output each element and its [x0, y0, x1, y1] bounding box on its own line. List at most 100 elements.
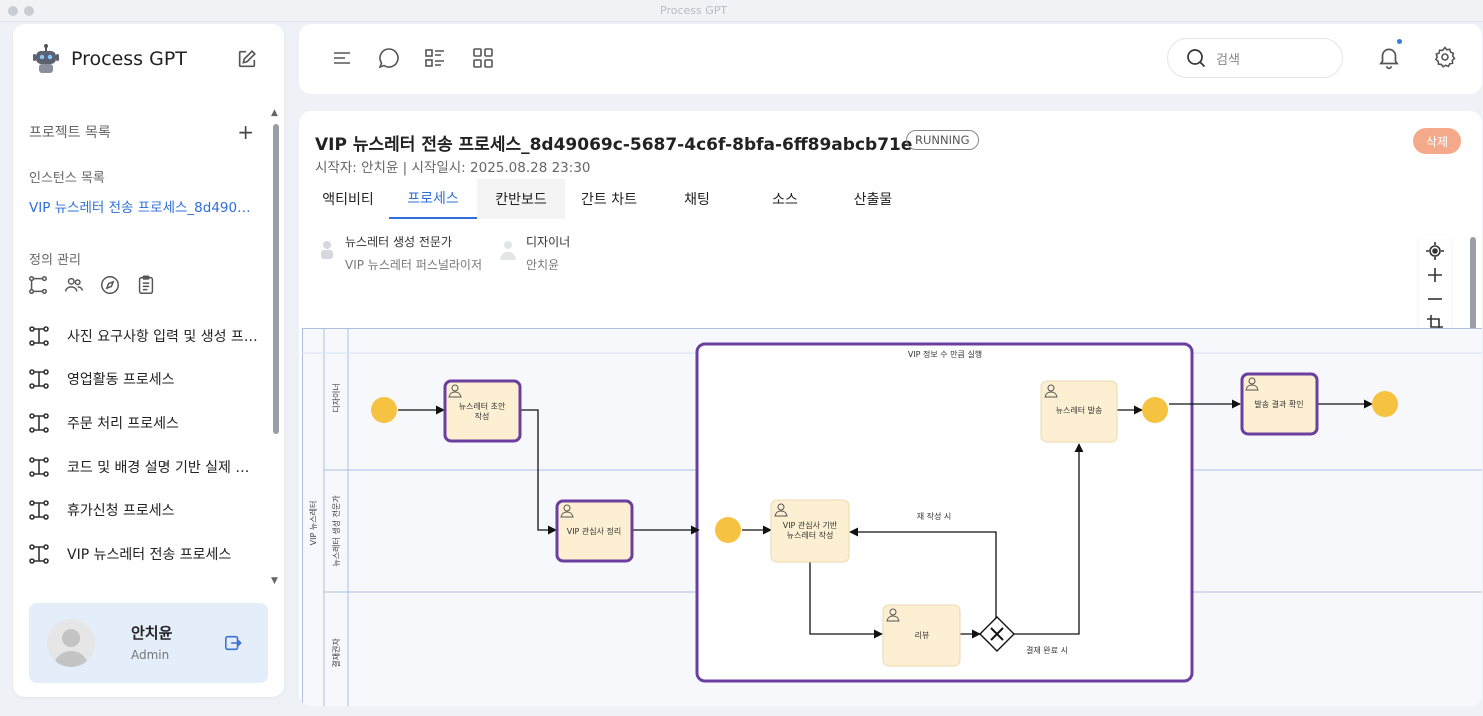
task-label: 발송 결과 확인 [1254, 399, 1303, 409]
process-item[interactable]: 주문 처리 프로세스 [27, 401, 267, 445]
scroll-up-arrow[interactable]: ▲ [271, 108, 278, 118]
participant-role: VIP 뉴스레터 퍼스널라이저 [345, 258, 483, 272]
process-item-label: 주문 처리 프로세스 [67, 415, 179, 432]
compass-icon[interactable] [99, 274, 121, 296]
process-icon [29, 500, 49, 520]
tab-activity[interactable]: 액티비티 [322, 192, 374, 208]
instance-panel: VIP 뉴스레터 전송 프로세스_8d49069c-5687-4c6f-8bfa… [299, 111, 1482, 706]
notification-dot [1397, 39, 1402, 44]
search-box[interactable]: 검색 [1167, 38, 1343, 78]
sidebar-scrollbar[interactable] [273, 124, 279, 434]
process-item-label: VIP 뉴스레터 전송 프로세스 [67, 546, 232, 563]
lane-label-expert: 뉴스레터 생성 전문가 [331, 495, 341, 567]
tab-process[interactable]: 프로세스 [389, 179, 477, 219]
window-titlebar: Process GPT [0, 0, 1483, 22]
scroll-down-arrow[interactable]: ▼ [271, 576, 278, 586]
flow-label-rewrite: 재 작성 시 [917, 511, 952, 521]
process-item[interactable]: 영업활동 프로세스 [27, 358, 267, 402]
tab-chat[interactable]: 채팅 [684, 192, 710, 208]
task-organize-interests[interactable]: VIP 관심사 정리 [555, 499, 634, 563]
search-input[interactable]: 검색 [1216, 52, 1240, 68]
agent-avatar-icon [321, 241, 333, 259]
fit-view-icon[interactable] [1425, 313, 1445, 333]
task-label: VIP 관심사 기반 [783, 520, 838, 530]
process-item[interactable]: VIP 뉴스레터 전송 프로세스 [27, 532, 267, 576]
definition-toolbar [27, 274, 157, 296]
clipboard-icon[interactable] [135, 274, 157, 296]
menu-toggle-icon[interactable] [330, 46, 354, 70]
grid-view-icon[interactable] [471, 46, 495, 70]
robot-logo-icon [33, 44, 59, 73]
edit-icon[interactable] [236, 48, 258, 70]
process-item-label: 코드 및 배경 설명 기반 실제 … [67, 459, 250, 476]
task-draft-newsletter[interactable]: 뉴스레터 초안 작성 [443, 379, 522, 443]
top-bar: 검색 [299, 24, 1482, 94]
tab-kanban[interactable]: 칸반보드 [477, 179, 565, 219]
process-definition-list: 사진 요구사항 입력 및 생성 프… 영업활동 프로세스 주문 처리 프로세스 … [27, 314, 267, 576]
brand-name: Process GPT [71, 48, 187, 70]
subprocess-label: VIP 정보 수 만큼 실행 [908, 349, 982, 359]
logout-icon[interactable] [224, 634, 242, 652]
subprocess-start-event[interactable] [715, 517, 741, 543]
instance-item[interactable]: VIP 뉴스레터 전송 프로세스_8d490… [29, 200, 251, 216]
process-icon [29, 543, 49, 564]
task-label: 작성 [475, 411, 490, 421]
task-label: VIP 관심사 정리 [567, 526, 622, 536]
participant[interactable]: 뉴스레터 생성 전문가 VIP 뉴스레터 퍼스널라이저 [317, 233, 482, 273]
user-avatar-icon [500, 241, 517, 260]
tab-output[interactable]: 산출물 [853, 192, 893, 208]
avatar-placeholder-icon [53, 629, 89, 667]
flow-label-approved: 결재 완료 시 [1026, 645, 1068, 655]
process-item[interactable]: 사진 요구사항 입력 및 생성 프… [27, 314, 267, 358]
chat-icon[interactable] [377, 46, 401, 70]
diagram-zoom-controls [1419, 235, 1451, 339]
task-send-newsletter[interactable]: 뉴스레터 발송 [1040, 380, 1118, 443]
tab-gantt[interactable]: 간트 차트 [581, 192, 637, 208]
task-label: 리뷰 [915, 631, 930, 640]
page-title: VIP 뉴스레터 전송 프로세스_8d49069c-5687-4c6f-8bfa… [315, 135, 913, 155]
locate-icon[interactable] [1425, 241, 1445, 261]
zoom-in-icon[interactable] [1425, 265, 1445, 285]
bpmn-diagram[interactable]: VIP 뉴스레터 디자이너 뉴스레터 생성 전문가 결재권자 VIP 정보 수 … [302, 328, 1482, 706]
exclusive-gateway[interactable] [979, 616, 1015, 652]
process-item-label: 영업활동 프로세스 [67, 372, 175, 389]
brand[interactable]: Process GPT [31, 42, 187, 76]
task-confirm-result[interactable]: 발송 결과 확인 [1240, 372, 1319, 436]
end-event[interactable] [1372, 391, 1398, 417]
user-card: 안치윤 Admin [29, 603, 268, 683]
window-minimize-dot[interactable] [24, 6, 34, 16]
task-label: 뉴스레터 발송 [1056, 405, 1103, 415]
process-icon [29, 369, 49, 390]
task-label: 뉴스레터 초안 [459, 401, 506, 411]
process-icon [29, 325, 49, 346]
start-event[interactable] [371, 397, 397, 423]
process-map-icon[interactable] [27, 274, 49, 296]
delete-button[interactable]: 삭제 [1413, 128, 1461, 154]
gear-icon[interactable] [1433, 45, 1457, 69]
sequence-flows [398, 399, 1373, 639]
tab-source[interactable]: 소스 [772, 192, 798, 208]
list-view-icon[interactable] [423, 46, 447, 70]
lane-label-approver: 결재권자 [331, 638, 341, 668]
users-icon[interactable] [63, 274, 85, 296]
process-item[interactable]: 휴가신청 프로세스 [27, 488, 267, 532]
search-icon [1187, 49, 1206, 68]
status-badge: RUNNING [906, 130, 979, 150]
participant-list: 뉴스레터 생성 전문가 VIP 뉴스레터 퍼스널라이저 디자이너 안치윤 [317, 233, 570, 273]
add-project-button[interactable]: + [237, 120, 254, 144]
window-close-dot[interactable] [8, 6, 18, 16]
participant-name: 뉴스레터 생성 전문가 [345, 235, 452, 249]
project-list-label: 프로젝트 목록 [29, 125, 111, 141]
bell-icon[interactable] [1376, 44, 1402, 70]
instance-meta: 시작자: 안치윤 | 시작일시: 2025.08.28 23:30 [315, 160, 591, 176]
task-personalized-newsletter[interactable]: VIP 관심사 기반 뉴스레터 작성 [770, 499, 850, 563]
avatar[interactable] [47, 619, 95, 667]
subprocess-end-event[interactable] [1142, 397, 1168, 423]
process-icon [29, 456, 49, 477]
zoom-out-icon[interactable] [1425, 289, 1445, 309]
tab-bar: 액티비티 프로세스 칸반보드 간트 차트 채팅 소스 산출물 [299, 179, 919, 221]
task-review[interactable]: 리뷰 [882, 604, 961, 667]
process-item-label: 사진 요구사항 입력 및 생성 프… [67, 328, 258, 345]
process-item[interactable]: 코드 및 배경 설명 기반 실제 … [27, 445, 267, 489]
participant[interactable]: 디자이너 안치윤 [498, 233, 570, 273]
